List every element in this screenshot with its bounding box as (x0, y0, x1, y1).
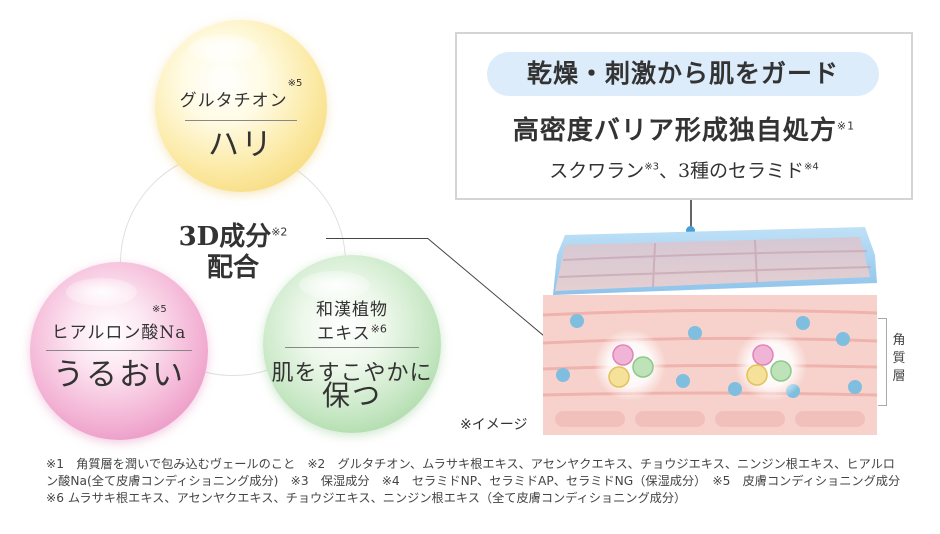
hyaluronic-divider (46, 350, 192, 351)
stratum-corneum-label: 角質層 (892, 333, 906, 384)
herbal-effect-line1: 肌をすこやかに (271, 361, 433, 386)
glutathione-note: ※5 (287, 77, 303, 89)
stratum-corneum-bracket (878, 318, 887, 406)
3d-title-line2: 配合 (206, 252, 259, 283)
hyaluronic-note: ※5 (152, 304, 167, 315)
3d-title-line1: 3D成分 (178, 222, 272, 252)
hyaluronic-name: ヒアルロン酸Na (51, 323, 187, 343)
herbal-effect-line2: 保つ (321, 379, 382, 412)
herbal-name-line1: 和漢植物 (316, 300, 388, 320)
herbal-note: ※6 (370, 322, 387, 336)
leader-line-horizontal (326, 238, 428, 240)
skin-layer-illustration (542, 227, 878, 435)
glutathione-name: グルタチオン (179, 91, 288, 111)
3d-title-note: ※2 (271, 225, 288, 239)
glutathione-effect: ハリ (208, 127, 274, 163)
callout-sub-squalane: スクワラン (549, 160, 645, 182)
footnotes: ※1 角質層を潤いで包み込むヴェールのこと ※2 グルタチオン、ムラサキ根エキス… (46, 457, 913, 505)
callout-main-note: ※1 (836, 119, 856, 133)
callout-pointer-line (690, 200, 692, 228)
callout-sub-note1: ※3 (644, 161, 659, 173)
glutathione-divider (185, 120, 297, 121)
callout-sub-note2: ※4 (804, 161, 819, 173)
callout-main-text: 高密度バリア形成独自処方 (512, 116, 837, 146)
herbal-divider (285, 347, 419, 348)
callout-sub-ceramide: 、3種のセラミド (658, 160, 805, 182)
hyaluronic-bubble: ヒアルロン酸Na ※5 うるおい (30, 262, 208, 440)
image-note: ※イメージ (460, 417, 528, 433)
3d-ingredients-title: 3D成分※2 配合 (178, 222, 288, 283)
herbal-name-line2: エキス (317, 324, 371, 344)
hyaluronic-effect: うるおい (53, 357, 185, 393)
callout-headline: 乾燥・刺激から肌をガード (487, 52, 879, 96)
callout-pointer-dot (686, 226, 695, 235)
barrier-callout-box: 乾燥・刺激から肌をガード 高密度バリア形成独自処方※1 スクワラン※3、3種のセ… (455, 32, 913, 200)
glutathione-bubble: グルタチオン ※5 ハリ (155, 20, 327, 192)
herbal-extract-bubble: 和漢植物 エキス※6 肌をすこやかに 保つ (263, 255, 441, 433)
